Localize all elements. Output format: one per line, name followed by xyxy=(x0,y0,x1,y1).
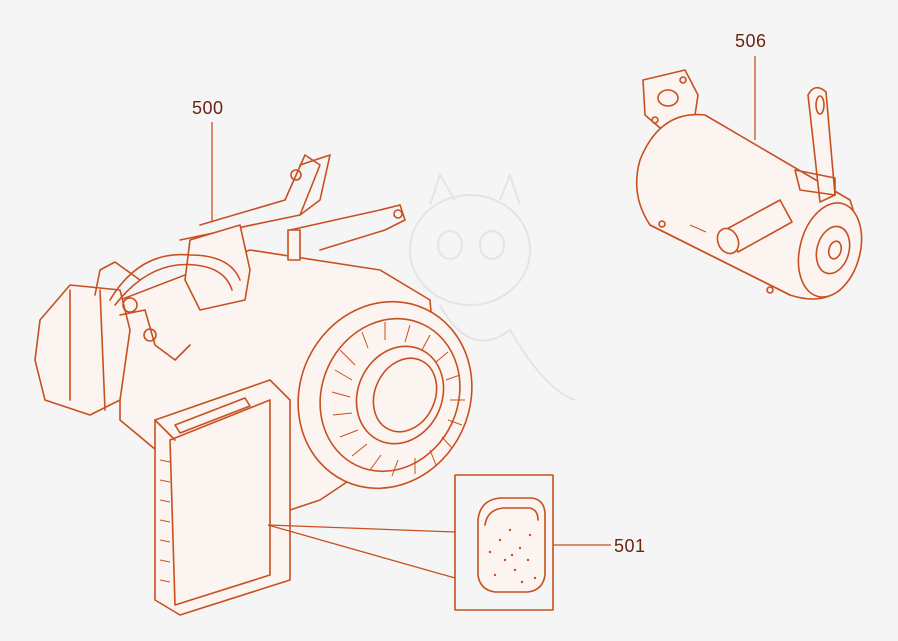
part-number-501: 501 xyxy=(614,536,646,556)
filter-foam-texture xyxy=(488,528,537,584)
watermark-mascot xyxy=(409,172,576,401)
part-number-500: 500 xyxy=(192,98,224,118)
filter-element-detail xyxy=(267,474,554,611)
muffler xyxy=(635,69,863,300)
engine-assembly xyxy=(34,154,473,616)
detail-box xyxy=(454,474,554,611)
starter-vents xyxy=(331,322,465,477)
part-number-506: 506 xyxy=(735,31,767,51)
